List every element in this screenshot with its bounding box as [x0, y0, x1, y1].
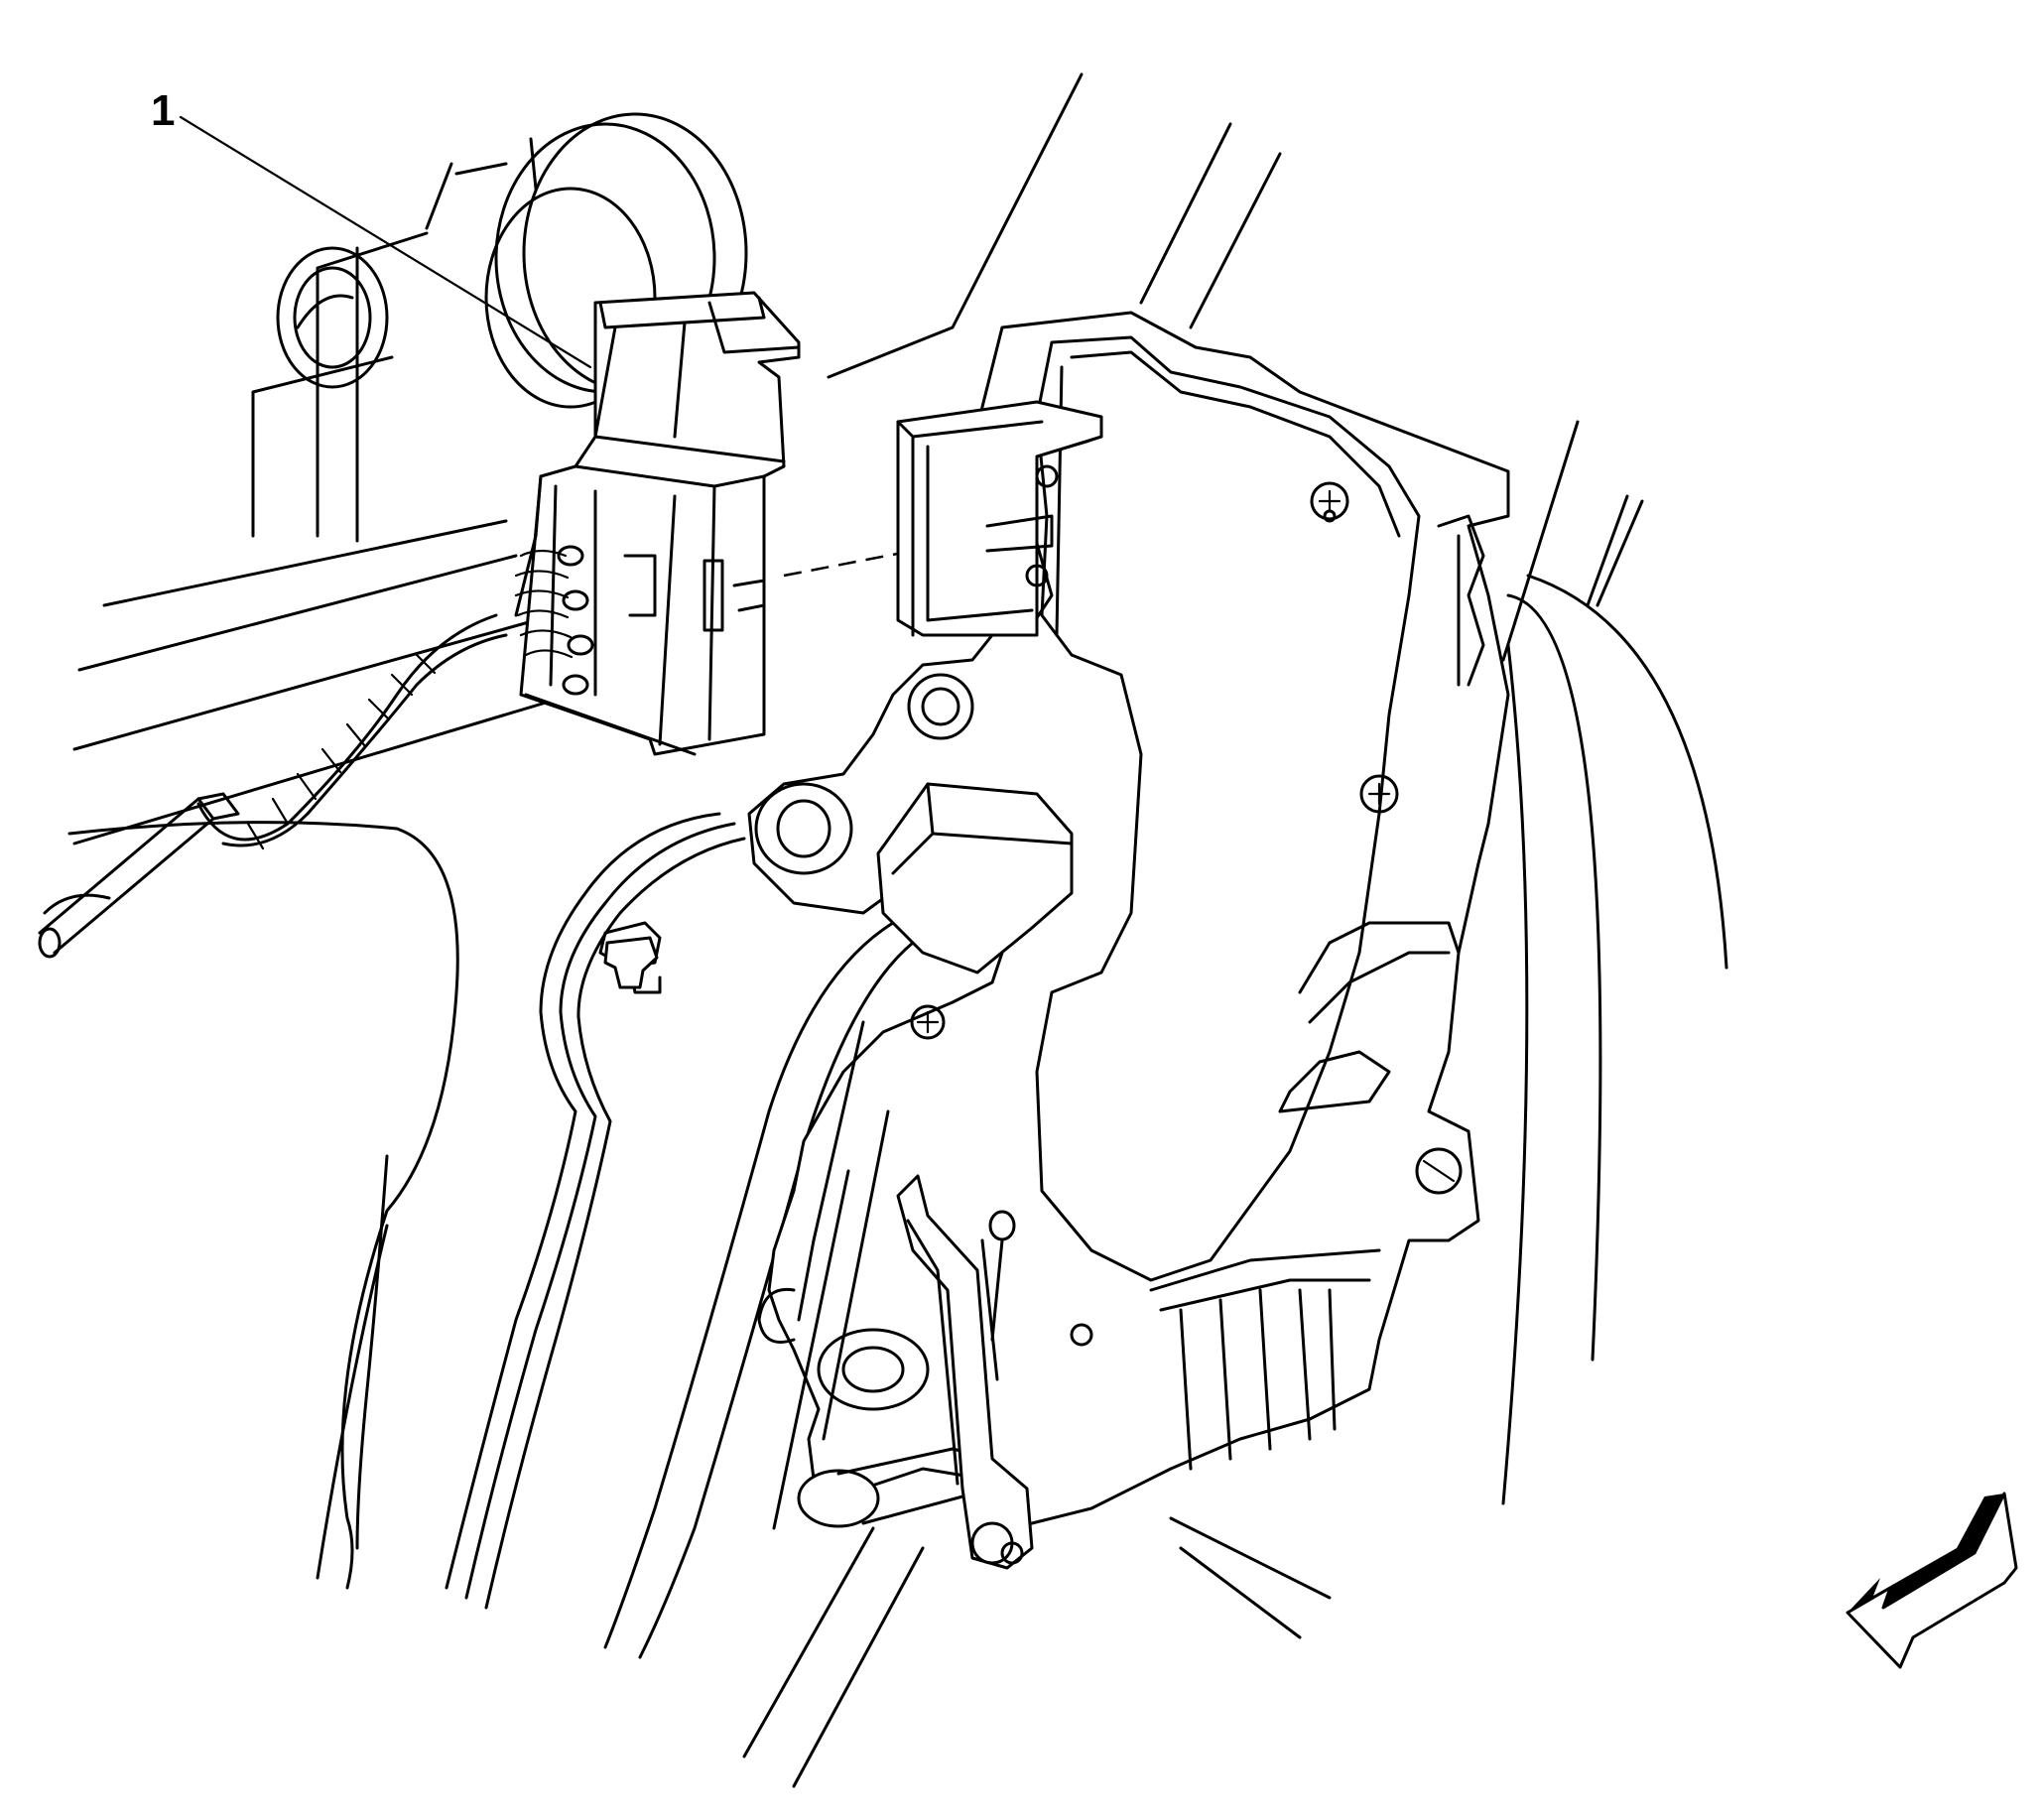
door-lock-actuator: [742, 311, 1510, 1788]
door-panel-lines: [72, 72, 1728, 1505]
door-trim-contours: [67, 812, 915, 1659]
callout-1: 1: [151, 86, 592, 369]
electrical-connector: [514, 291, 801, 756]
wiring-harness: [38, 613, 508, 959]
callout-1-leader-line: [179, 115, 592, 369]
view-direction-arrow-icon: [1846, 1492, 2018, 1669]
callout-label-1: 1: [151, 86, 175, 135]
panel-bolt-hole: [276, 246, 389, 389]
trim-retainer-clip: [603, 936, 659, 989]
connector-alignment-line: [783, 524, 1043, 578]
